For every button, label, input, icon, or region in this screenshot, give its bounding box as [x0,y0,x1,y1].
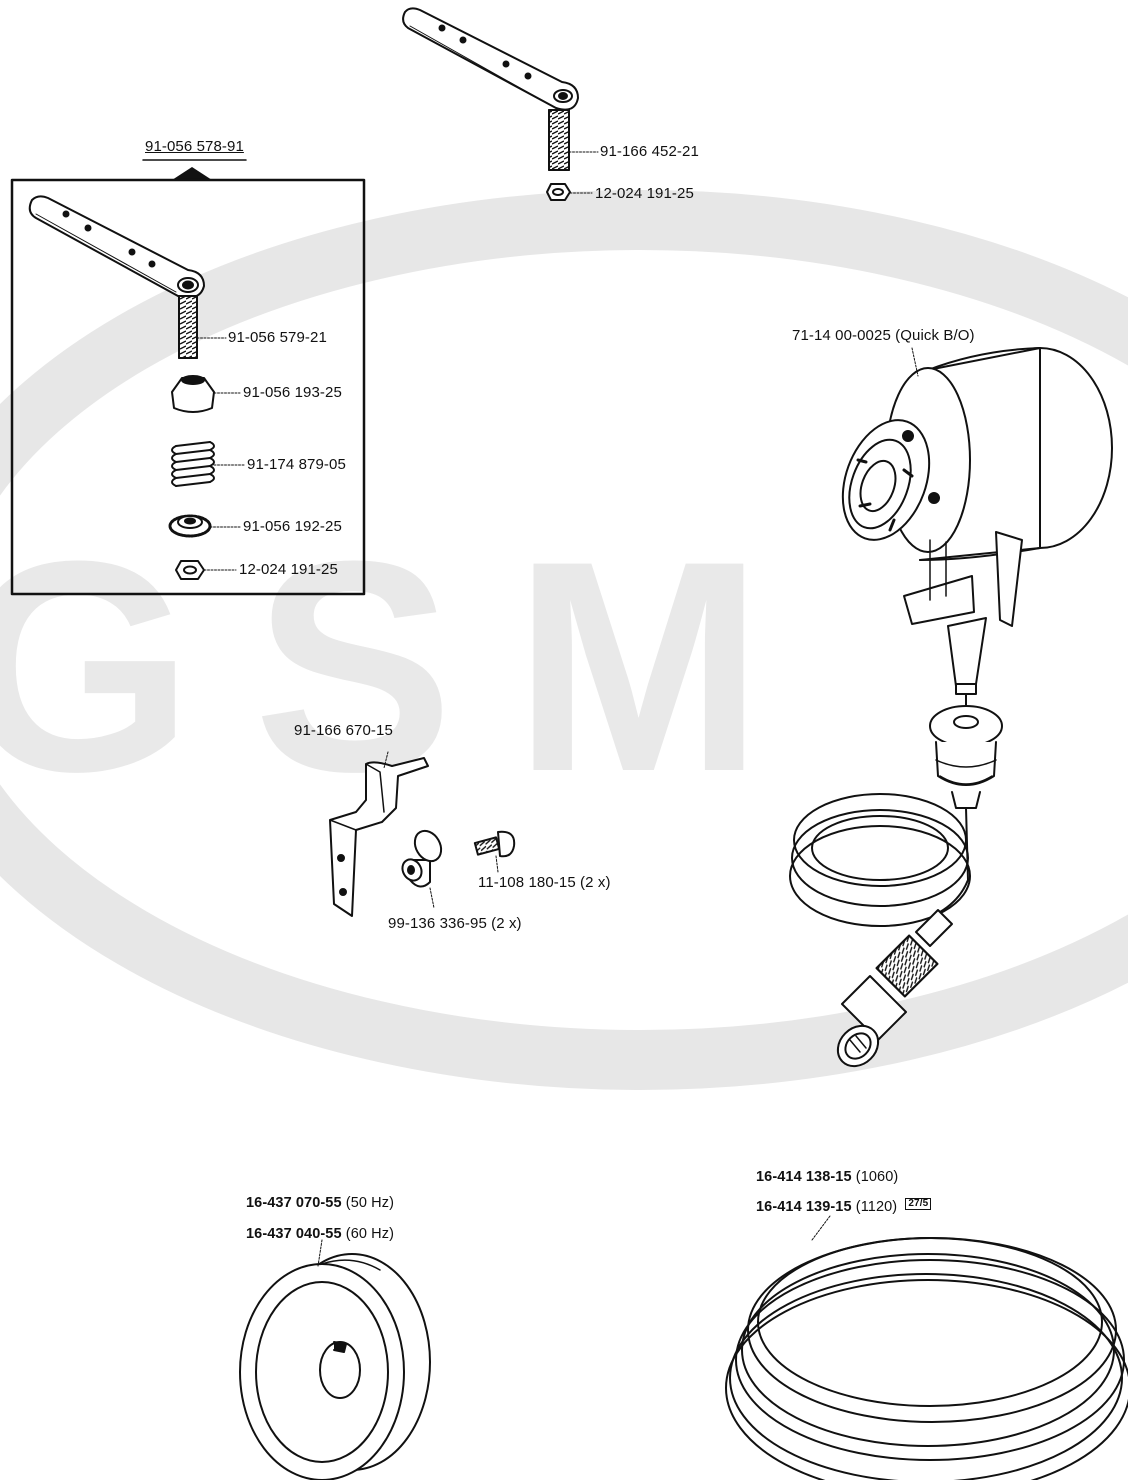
label-top-nut: 12-024 191-25 [595,185,694,202]
pulley-60hz-suffix: (60 Hz) [345,1226,395,1242]
label-arm-screw: 91-166 452-21 [600,143,699,160]
box-screw [178,295,198,359]
top-arm [402,7,579,111]
box-cone [171,375,215,413]
box-knurled-nut [168,514,212,538]
cable-coil [789,793,971,927]
label-box-knurled-nut: 91-056 192-25 [243,518,342,535]
bracket [329,757,429,917]
pulley-50hz-code: 16-437 070-55 [246,1195,342,1211]
belt-1120-code: 16-414 139-15 [756,1199,852,1215]
label-box-nut: 12-024 191-25 [239,561,338,578]
assembly-box [10,178,366,596]
label-bracket-screw: 11-108 180-15 (2 x) [478,874,611,891]
label-pulley-60hz: 16-437 040-55 (60 Hz) [246,1225,394,1243]
belt-1120-suffix: (1120) [855,1199,898,1215]
label-box-spring: 91-174 879-05 [247,456,346,473]
label-belt-1060: 16-414 138-15 (1060) [756,1168,898,1186]
bushing [401,829,443,888]
pulley [239,1253,431,1480]
box-spring [171,441,215,487]
belt-1060-suffix: (1060) [855,1169,899,1185]
label-belt-1120: 16-414 139-15 (1120) 27/5 [756,1198,932,1216]
bracket-screw [473,830,516,858]
motor-positioner [841,347,1113,713]
assembly-pointer-arrow [172,167,212,180]
cable-plug [836,909,953,1068]
belt-1120-ref-box: 27/5 [905,1198,932,1210]
label-assembly: 91-056 578-91 [145,138,244,155]
pulley-60hz-code: 16-437 040-55 [246,1226,342,1242]
v-belt [725,1237,1128,1480]
top-nut [546,183,571,201]
belt-1060-code: 16-414 138-15 [756,1169,852,1185]
label-bracket: 91-166 670-15 [294,722,393,739]
svg-text:GSM: GSM [0,498,823,834]
box-arm [28,195,205,299]
label-box-cone: 91-056 193-25 [243,384,342,401]
label-pulley-50hz: 16-437 070-55 (50 Hz) [246,1194,394,1212]
top-screw [548,109,570,171]
cable-grommet [929,705,1003,809]
box-nut [175,560,205,580]
label-box-screw: 91-056 579-21 [228,329,327,346]
label-motor: 71-14 00-0025 (Quick B/O) [792,327,975,344]
label-bushing: 99-136 336-95 (2 x) [388,915,522,932]
pulley-50hz-suffix: (50 Hz) [345,1195,395,1211]
